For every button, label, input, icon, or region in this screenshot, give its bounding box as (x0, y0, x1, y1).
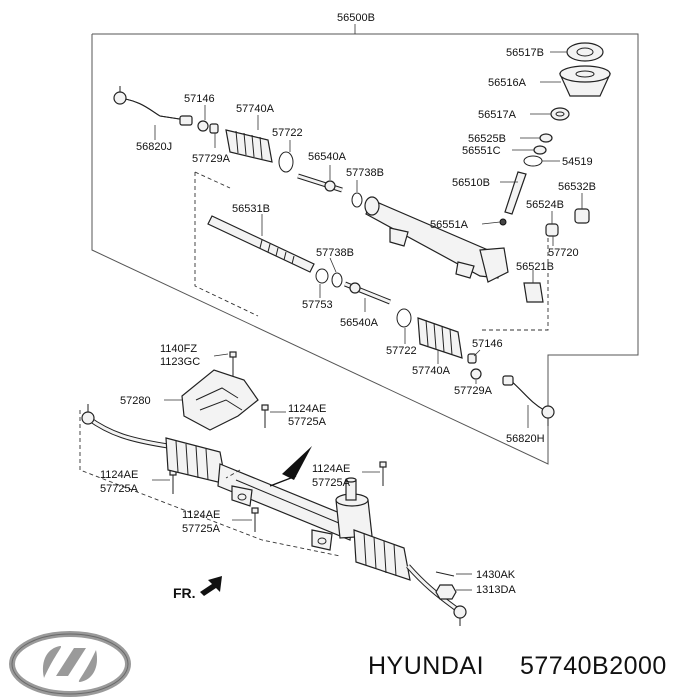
callout-56820H: 56820H (506, 433, 545, 445)
front-direction-indicator: FR. (173, 576, 222, 601)
callout-1124AE-a: 1124AE (288, 403, 326, 415)
callout-57146-lower: 57146 (472, 338, 503, 350)
callout-56517A: 56517A (478, 109, 517, 121)
callout-57146-upper: 57146 (184, 93, 215, 105)
callout-1140FZ: 1140FZ (160, 343, 197, 355)
callout-1124AE-d: 1124AE (182, 509, 220, 521)
callout-1123GC: 1123GC (160, 356, 200, 368)
callout-57740A-lower: 57740A (412, 365, 451, 377)
callout-56510B: 56510B (452, 177, 490, 189)
callout-56532B: 56532B (558, 181, 596, 193)
callout-56525B: 56525B (468, 133, 506, 145)
callout-54519: 54519 (562, 156, 593, 168)
assembly-label: 56500B (337, 12, 375, 24)
callout-57753: 57753 (302, 299, 333, 311)
tie-rod-end-left-upper (113, 86, 193, 140)
part-callouts: 56517B 56516A 56517A 56525B 56551C 54519… (100, 47, 596, 596)
callout-56521B: 56521B (516, 261, 554, 273)
hyundai-logo (9, 631, 131, 697)
rack-bar (194, 171, 315, 317)
callout-57722-lower: 57722 (386, 345, 417, 357)
callout-1430AK: 1430AK (476, 569, 516, 581)
callout-57722-upper: 57722 (272, 127, 303, 139)
callout-56820J: 56820J (136, 141, 172, 153)
upper-boot-parts (197, 105, 294, 173)
callout-56516A: 56516A (488, 77, 527, 89)
callout-56551C: 56551C (462, 145, 501, 157)
callout-57738B-lower: 57738B (316, 247, 354, 259)
callout-57280: 57280 (120, 395, 151, 407)
callout-57725A-c: 57725A (100, 483, 139, 495)
callout-57729A-upper: 57729A (192, 153, 231, 165)
gear-housing-upper (364, 196, 509, 283)
callout-57725A-d: 57725A (182, 523, 221, 535)
part-number: 57740B2000 (520, 652, 667, 680)
callout-56517B: 56517B (506, 47, 544, 59)
callout-56524B: 56524B (526, 199, 564, 211)
callout-56551A: 56551A (430, 219, 469, 231)
callout-56531B: 56531B (232, 203, 270, 215)
callout-56540A-upper: 56540A (308, 151, 347, 163)
callout-1313DA: 1313DA (476, 584, 516, 596)
tie-rod-end-right-upper (502, 375, 555, 428)
callout-57738B-upper: 57738B (346, 167, 384, 179)
callout-57725A-a: 57725A (288, 416, 327, 428)
callout-1124AE-b: 1124AE (312, 463, 350, 475)
brand-name: HYUNDAI (368, 652, 484, 680)
assembled-view (79, 351, 472, 626)
callout-57729A-lower: 57729A (454, 385, 493, 397)
lower-boot-parts (396, 308, 482, 384)
inner-tie-rod-upper (297, 165, 363, 208)
callout-57720: 57720 (548, 247, 579, 259)
callout-57725A-b: 57725A (312, 477, 351, 489)
assembly-frame (91, 24, 639, 465)
inner-tie-rod-lower (315, 257, 391, 312)
front-direction-label: FR. (173, 585, 196, 601)
callout-56540A-lower: 56540A (340, 317, 379, 329)
callout-57740A-upper: 57740A (236, 103, 275, 115)
callout-1124AE-c: 1124AE (100, 469, 138, 481)
pinion-parts (480, 42, 611, 331)
